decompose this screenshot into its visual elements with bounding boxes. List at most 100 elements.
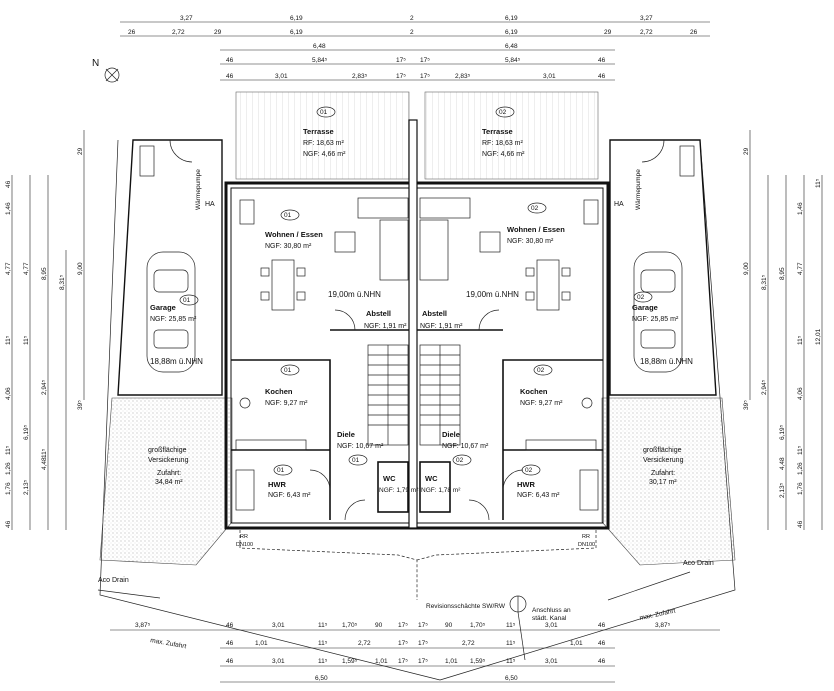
unit-number: 02 xyxy=(525,467,533,474)
dim-label: 1,26 xyxy=(5,462,12,475)
dim-label: 2,13⁵ xyxy=(779,482,786,498)
dim-label: 2,83⁵ xyxy=(352,73,368,80)
dim-label: 29 xyxy=(77,147,84,155)
unit-number: 01 xyxy=(284,367,292,374)
kitchen-ngf: NGF: 9,27 m² xyxy=(520,400,563,407)
aco-drain-left xyxy=(97,589,161,599)
heatpump-box-right xyxy=(679,145,695,177)
dim-label: 39⁵ xyxy=(743,400,750,410)
dim-label: 4,77 xyxy=(797,262,804,275)
dim-label: 46 xyxy=(226,640,234,647)
dim-label: 1,46 xyxy=(797,202,804,215)
dim-label: 1,26 xyxy=(797,462,804,475)
hall-ngf: NGF: 10,67 m² xyxy=(337,443,384,450)
living-ngf: NGF: 30,80 m² xyxy=(507,238,554,245)
dimension-lines-left xyxy=(11,130,85,530)
dim-label: 6,19 xyxy=(290,15,303,22)
dim-label: 11⁵ xyxy=(797,335,804,345)
party-wall xyxy=(408,119,418,529)
dim-label: 46 xyxy=(226,658,234,665)
door-arc xyxy=(502,469,524,491)
heatpump-box-left xyxy=(139,145,155,177)
dim-label: 46 xyxy=(797,520,804,528)
door-arc xyxy=(344,499,366,521)
dim-label: 8,95 xyxy=(779,267,786,280)
door-arc xyxy=(478,309,500,331)
dim-label: 17⁵ xyxy=(418,640,428,647)
dim-label: 46 xyxy=(5,520,12,528)
dim-label: 12,01 xyxy=(815,328,822,345)
dim-label: 8,31⁵ xyxy=(761,274,768,290)
dim-label: 46 xyxy=(226,622,234,629)
unit-number: 02 xyxy=(537,367,545,374)
site-boundary-right xyxy=(439,139,736,681)
furniture-right xyxy=(419,197,599,511)
unit-number: 01 xyxy=(277,467,285,474)
wc-name: WC xyxy=(383,474,396,483)
dim-label: 6,48 xyxy=(505,43,518,50)
dim-label: 3,01 xyxy=(545,658,558,665)
aco-drain-right xyxy=(607,571,691,601)
floor-elevation: 19,00m ü.NHN xyxy=(466,290,519,299)
dim-label: 17⁵ xyxy=(420,73,430,80)
dim-label: 26 xyxy=(128,29,136,36)
dim-label: 26 xyxy=(690,29,698,36)
door-arc xyxy=(641,139,665,163)
terrace-name: Terrasse xyxy=(303,127,334,136)
dim-label: 6,50 xyxy=(315,675,328,682)
dim-label: 11⁵ xyxy=(318,622,328,629)
dim-label: 1,01 xyxy=(255,640,268,647)
hall-name: Diele xyxy=(442,430,460,439)
dim-label: 29 xyxy=(604,29,612,36)
sewer-label-1: Anschluss an xyxy=(532,607,571,614)
dimension-lines-top xyxy=(120,21,710,81)
dim-label: 17⁵ xyxy=(396,57,406,64)
wc-name: WC xyxy=(425,474,438,483)
driveway-left xyxy=(99,397,233,566)
dim-label: 8,95 xyxy=(41,267,48,280)
paving-l2: Versickerung xyxy=(643,457,684,464)
wall-kitchen-left xyxy=(231,359,331,520)
dim-label: 3,01 xyxy=(272,622,285,629)
dim-label: 39⁵ xyxy=(77,400,84,410)
rr-label: RR xyxy=(240,534,248,540)
dim-label: 2,72 xyxy=(640,29,653,36)
unit-number: 02 xyxy=(531,205,539,212)
dim-label: 4,48 xyxy=(779,457,786,470)
dim-label: 1,70⁵ xyxy=(470,622,486,629)
dim-label: 11⁵ xyxy=(318,640,328,647)
heatpump-label: Wärmepumpe xyxy=(635,169,642,210)
dim-label: 6,19 xyxy=(505,15,518,22)
stair-right xyxy=(419,344,461,446)
dim-label: 6,19 xyxy=(505,29,518,36)
kitchen-name: Kochen xyxy=(265,387,293,396)
unit-number: 01 xyxy=(284,212,292,219)
dim-label: 6,50 xyxy=(505,675,518,682)
north-arrow-icon: N xyxy=(92,58,120,83)
dimension-lines-bottom xyxy=(110,629,720,683)
garage-left xyxy=(117,139,223,396)
dim-label: 2,94⁵ xyxy=(41,379,48,395)
dim-label: 46 xyxy=(598,640,606,647)
dim-label: 9,00 xyxy=(743,262,750,275)
storage-name: Abstell xyxy=(366,309,391,318)
car-icon-left xyxy=(146,251,196,373)
wc-left xyxy=(377,461,409,513)
dim-label: 11⁵ xyxy=(797,445,804,455)
unit-number: 02 xyxy=(456,457,464,464)
terrace-left xyxy=(235,91,410,180)
terrace-ngf: NGF: 4,66 m² xyxy=(482,151,525,158)
storage-ngf: NGF: 1,91 m² xyxy=(364,323,407,330)
dim-label: 5,84⁵ xyxy=(312,57,328,64)
right-dimension-labels: 29 9,00 39⁵ 8,31⁵ 2,94⁵ 8,95 6,19⁵ 4,48 … xyxy=(743,147,822,528)
sewer-label-2: städt. Kanal xyxy=(532,615,567,622)
hall-ngf: NGF: 10,67 m² xyxy=(442,443,489,450)
garage-elevation: 18,88m ü.NHN xyxy=(640,357,693,366)
heatpump-label: Wärmepumpe xyxy=(195,169,202,210)
dim-label: 6,19⁵ xyxy=(23,424,30,440)
drain-line xyxy=(239,530,418,600)
dim-label: 1,01 xyxy=(445,658,458,665)
dim-label: 4,06 xyxy=(5,387,12,400)
unit-number: 02 xyxy=(499,109,507,116)
dim-label: 2,13⁵ xyxy=(23,479,30,495)
